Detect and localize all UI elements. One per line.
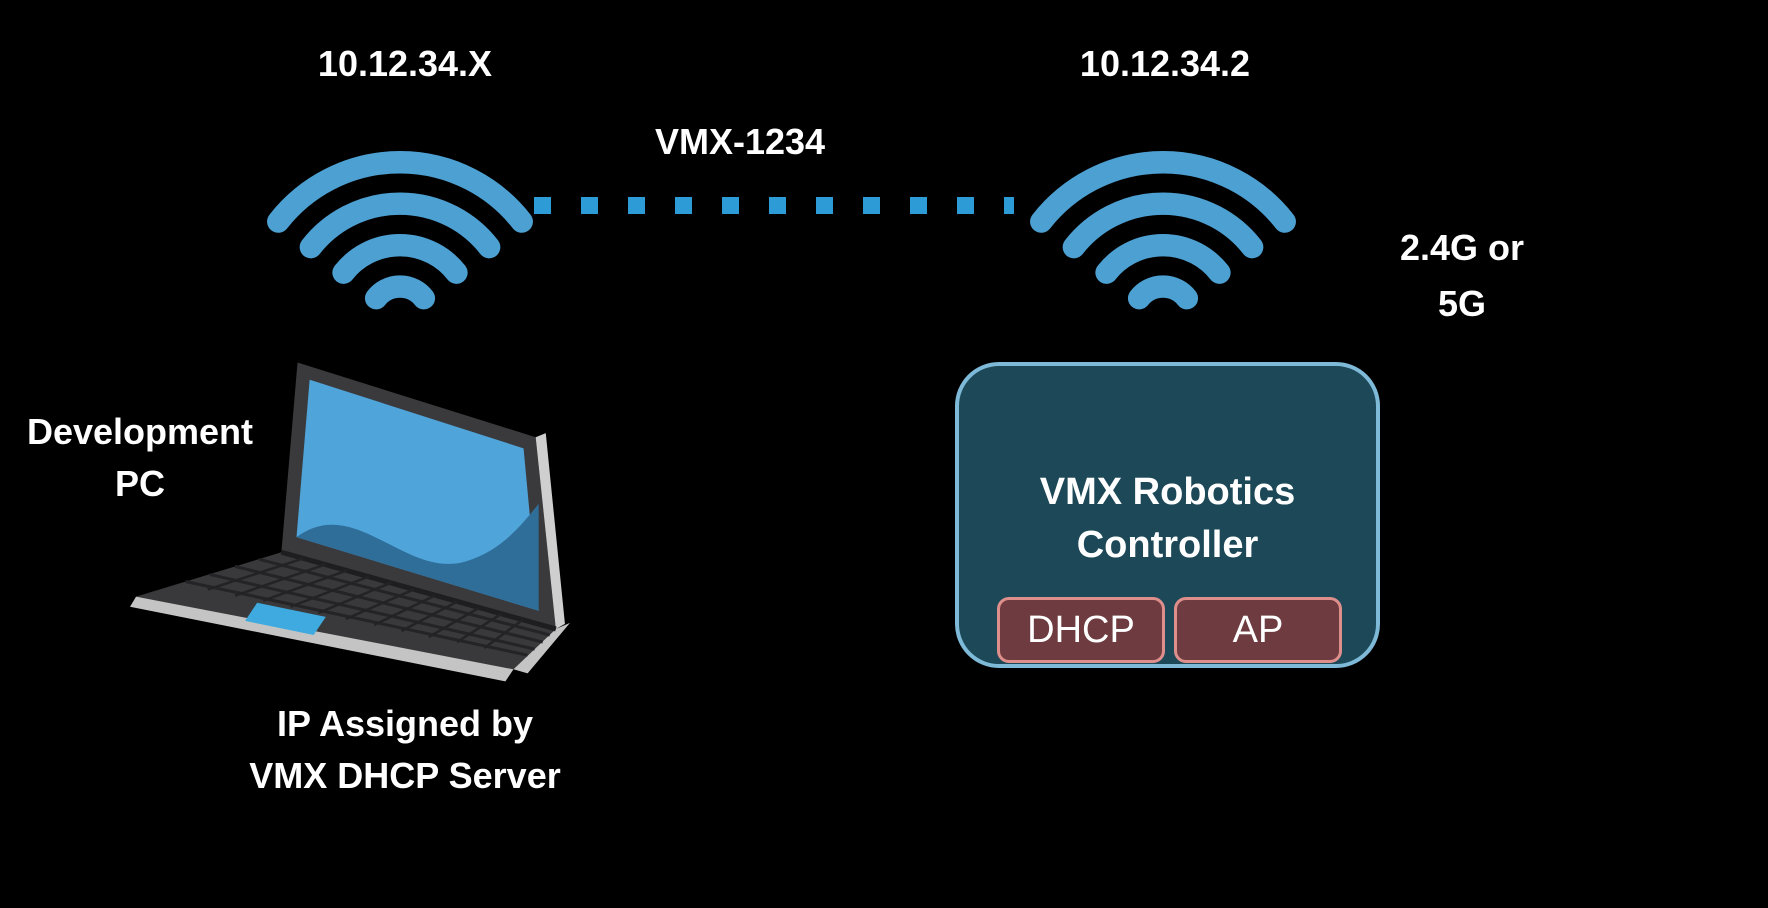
wifi-icon [1030,151,1296,310]
controller-title-line1: VMX Robotics [1039,471,1296,513]
controller-node: VMX Robotics Controller DHCP AP [955,362,1380,668]
ssid-label: VMX-1234 [654,121,826,162]
left-wifi-ip-label: 10.12.34.X [317,43,493,84]
ip-assigned-caption: IP Assigned by VMX DHCP Server [185,698,625,802]
controller-title-line2: Controller [1076,524,1259,567]
controller-title: VMX Robotics Controller [959,466,1376,572]
dev-pc-label-line1: Development [26,411,254,452]
band-line1: 2.4G or [1399,227,1525,268]
wifi-icon [267,151,533,310]
ip-assigned-line2: VMX DHCP Server [249,755,561,797]
band-line2: 5G [1437,282,1487,324]
ap-badge: AP [1174,597,1342,663]
dev-pc-label-line2: PC [114,463,165,505]
right-wifi-ip-label: 10.12.34.2 [1079,43,1251,84]
dev-pc-label: Development PC [0,406,280,510]
laptop-icon [130,362,570,682]
dhcp-badge: DHCP [997,597,1165,663]
ip-assigned-line1: IP Assigned by [276,703,534,744]
wireless-link-dotted-line [534,197,1014,214]
band-label: 2.4G or 5G [1350,220,1574,332]
